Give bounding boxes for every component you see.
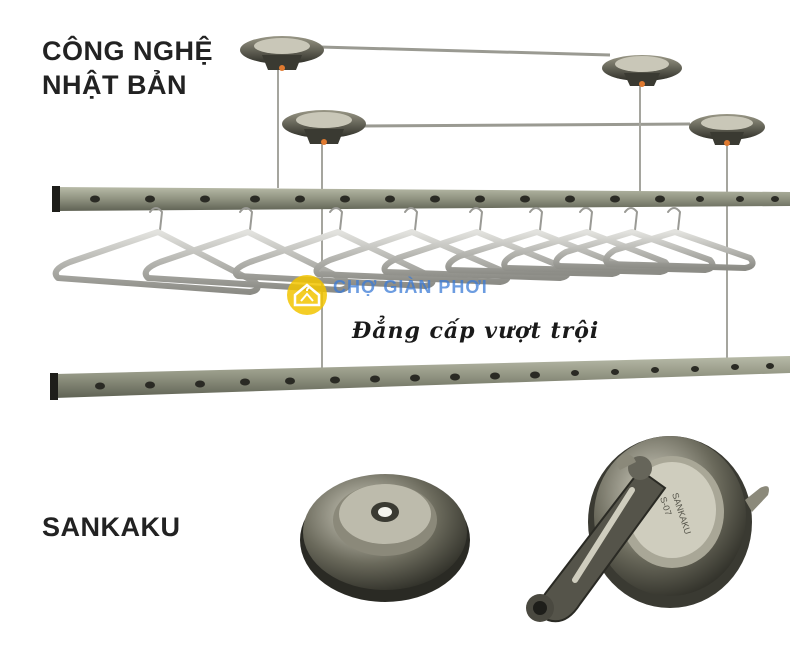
upper-drying-rail — [52, 186, 790, 212]
ceiling-mount — [602, 55, 682, 87]
ceiling-mount — [240, 36, 324, 71]
headline: CÔNG NGHỆ NHẬT BẢN — [42, 34, 213, 102]
ceiling-cables — [319, 45, 691, 128]
house-hanger-logo-icon — [287, 275, 327, 315]
clothes-hangers — [52, 207, 756, 295]
hand-crank: SANKAKU S-07 — [526, 436, 769, 623]
pulley-disk — [300, 474, 470, 602]
headline-line2: NHẬT BẢN — [42, 70, 187, 100]
watermark-text: CHỢ GIÀN PHƠI — [333, 277, 488, 297]
lower-drying-rail — [50, 356, 790, 400]
ceiling-mount — [689, 114, 765, 146]
brand-name: SANKAKU — [42, 512, 181, 542]
slogan: Đẳng cấp vượt trội — [352, 318, 600, 344]
ceiling-mount — [282, 110, 366, 145]
headline-line1: CÔNG NGHỆ — [42, 36, 214, 66]
watermark: CHỢ GIÀN PHƠI — [285, 273, 545, 323]
